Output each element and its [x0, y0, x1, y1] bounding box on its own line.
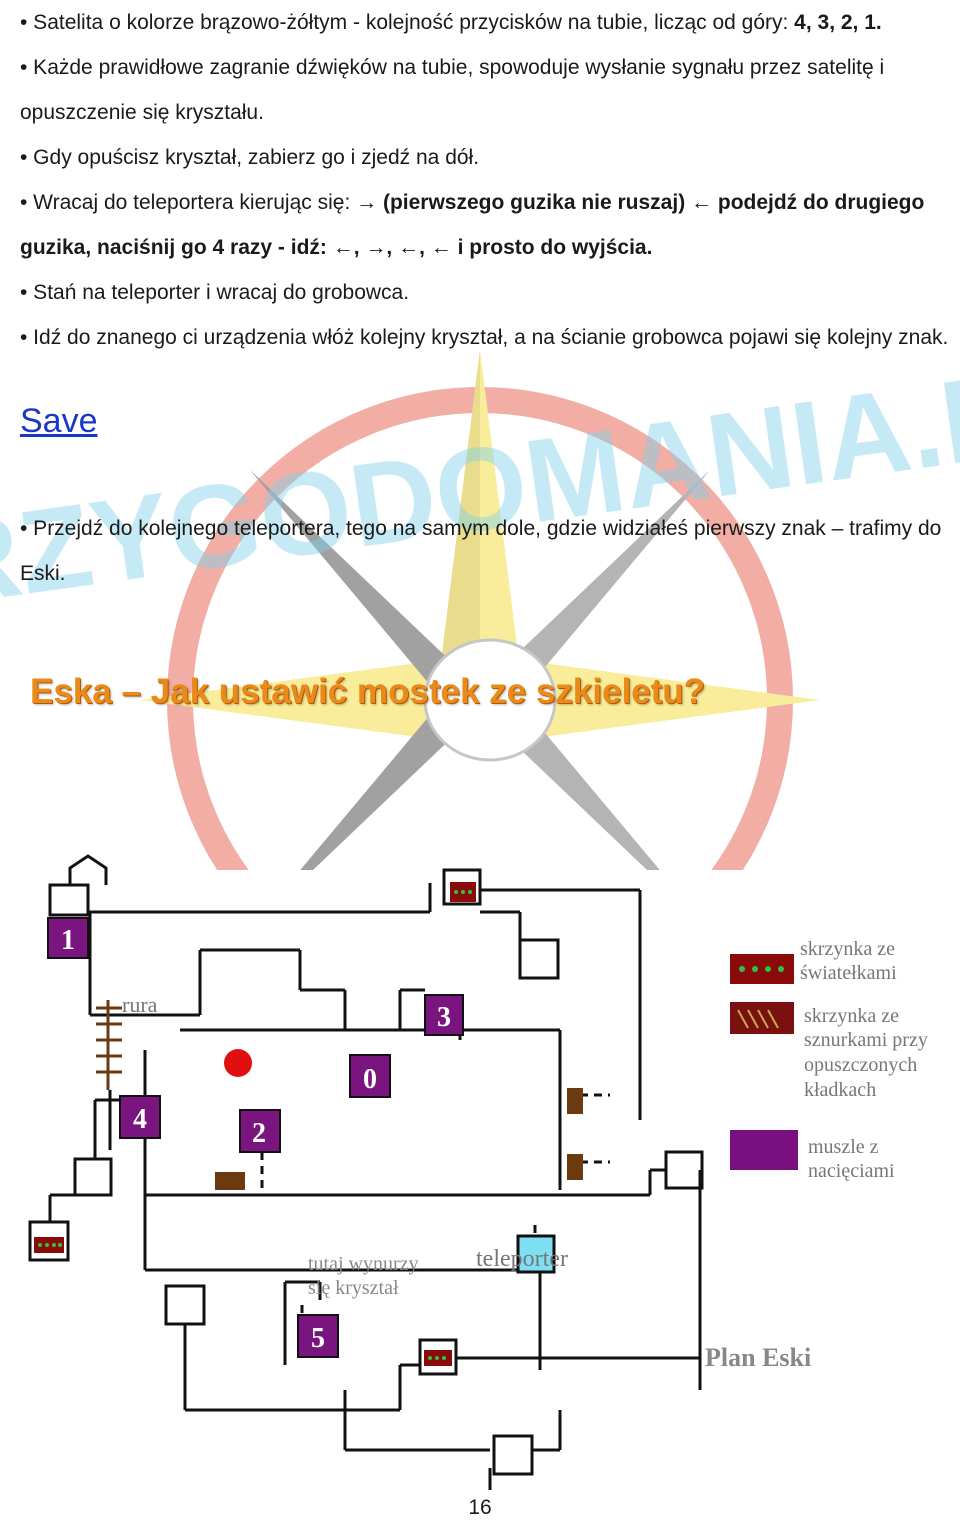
crate-icon	[567, 1088, 583, 1114]
legend-strings-label: opuszczonych	[804, 1054, 917, 1076]
room-4: 4	[119, 1095, 161, 1139]
room-3: 3	[424, 994, 464, 1036]
paragraph-1-bold: 4, 3, 2, 1.	[794, 11, 882, 34]
paragraph-3: • Gdy opuścisz kryształ, zabierz go i zj…	[20, 146, 480, 169]
lights-box-icon	[424, 1350, 452, 1366]
room-5: 5	[297, 1314, 339, 1358]
label-teleporter: teleporter	[476, 1246, 568, 1272]
paragraph-4-bold: → (pierwszego guzika nie ruszaj) ← podej…	[20, 191, 925, 259]
teleporter-icon	[516, 1234, 556, 1274]
legend-shells-label: nacięciami	[808, 1160, 895, 1182]
paragraph-6: • Idź do znanego ci urządzenia włóż kole…	[20, 326, 949, 349]
crate-icon	[215, 1172, 245, 1190]
label-plan: Plan Eski	[705, 1343, 811, 1372]
legend-shells-label: muszle z	[808, 1136, 879, 1158]
eska-map: 1 2 3 0 4 5 rura tutaj wynurzy się kry	[28, 854, 928, 1490]
section-heading: Eska – Jak ustawić mostek ze szkieletu?	[30, 672, 706, 711]
pipe-icon	[96, 1000, 122, 1090]
lights-box-icon	[34, 1237, 64, 1253]
paragraph-4-text: • Wracaj do teleportera kierując się:	[20, 191, 357, 214]
room-1: 1	[47, 917, 89, 959]
paragraph-7: • Przejdź do kolejnego teleportera, tego…	[20, 517, 942, 585]
paragraph-2: • Każde prawidłowe zagranie dźwięków na …	[20, 56, 885, 124]
legend-strings-label: kładkach	[804, 1079, 876, 1101]
legend-lights-label: światełkami	[800, 962, 897, 984]
room-0: 0	[349, 1054, 391, 1098]
room-2: 2	[239, 1109, 281, 1153]
crystal-dot	[224, 1049, 252, 1077]
legend-shells-icon	[730, 1130, 798, 1170]
room-number: 3	[437, 1002, 451, 1033]
legend-strings-label: sznurkami przy	[804, 1029, 928, 1051]
room-number: 4	[133, 1104, 147, 1135]
label-rura: rura	[122, 992, 158, 1017]
legend-strings-label: skrzynka ze	[804, 1005, 899, 1027]
room-number: 2	[252, 1118, 266, 1149]
legend: skrzynka ze światełkami skrzynka ze sznu…	[730, 938, 928, 1182]
crate-icon	[567, 1154, 583, 1180]
label-crystal-1: tutaj wynurzy	[308, 1253, 419, 1275]
paragraph-1-text: • Satelita o kolorze brązowo-żółtym - ko…	[20, 11, 795, 34]
paragraph-4: • Wracaj do teleportera kierując się: → …	[20, 180, 955, 270]
watermark-compass: PRZYGODOMANIA.PL	[0, 338, 960, 870]
room-number: 5	[311, 1323, 325, 1354]
page-number: 16	[468, 1496, 492, 1519]
room-number: 0	[363, 1064, 377, 1095]
label-crystal-2: się kryształ	[308, 1277, 399, 1299]
paragraph-5: • Stań na teleporter i wracaj do grobowc…	[20, 281, 410, 304]
paragraph-1: • Satelita o kolorze brązowo-żółtym - ko…	[20, 0, 955, 45]
save-link[interactable]: Save	[20, 402, 98, 440]
legend-lights-label: skrzynka ze	[800, 938, 895, 960]
room-number: 1	[61, 925, 75, 956]
lights-box-icon	[450, 882, 476, 902]
